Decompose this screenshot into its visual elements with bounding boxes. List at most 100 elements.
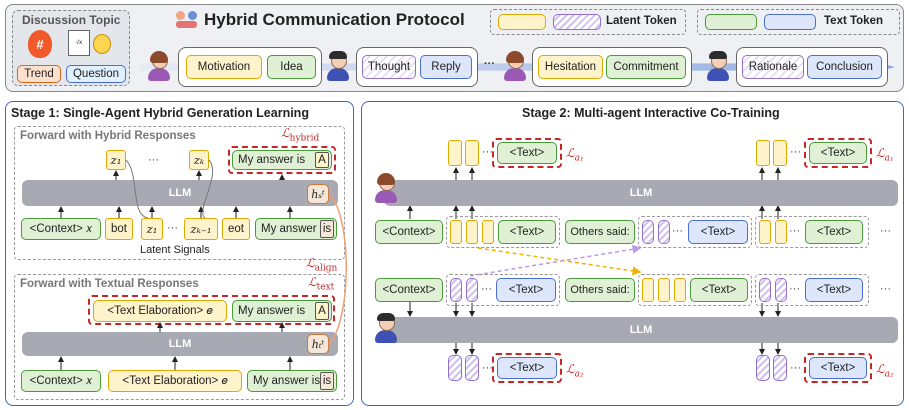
- bubble-conclusion: Conclusion: [807, 55, 882, 79]
- a1-in-text-blue: <Text>: [688, 220, 748, 244]
- text-answer-text: My answer is: [238, 305, 306, 317]
- hybrid-answer-input: My answer is is: [255, 218, 337, 240]
- output-latent-z1: z₁: [106, 150, 126, 170]
- legend-latent-swatch-purple: [553, 14, 601, 30]
- hybrid-context-input: <Context> 𝑥: [21, 218, 101, 240]
- a2-in-latent-2: [658, 278, 670, 302]
- a1-out-latent-2: [465, 140, 479, 166]
- a1-in-latent-1: [450, 220, 462, 244]
- bubble-commitment: Commitment: [606, 55, 686, 79]
- a2-in-text-green: <Text>: [690, 278, 748, 302]
- stage1-title: Stage 1: Single-Agent Hybrid Generation …: [11, 106, 309, 120]
- a2-in-purple-1: [450, 278, 462, 302]
- bubble-thought: Thought: [362, 55, 416, 79]
- a1-out-text-2: <Text>: [809, 142, 867, 164]
- loss-hybrid: ℒhybrid: [281, 126, 320, 144]
- text-answer-A: A: [315, 302, 329, 320]
- a1-out-dots-1: ···: [482, 146, 493, 158]
- text-answer-input-text: My answer is: [253, 375, 321, 387]
- input-latent-dots: ···: [167, 222, 178, 234]
- forward-hybrid-title: Forward with Hybrid Responses: [20, 130, 196, 142]
- stage1-panel: [5, 101, 354, 406]
- eot-token: eot: [222, 218, 250, 240]
- legend-text-panel: [697, 9, 900, 35]
- a2-in-purple-2: [466, 278, 478, 302]
- hybrid-target-highlight: [228, 146, 336, 174]
- a2-row-trailing-dots: ···: [880, 283, 891, 295]
- hybrid-forward-panel: [14, 126, 345, 260]
- a2-in-purple-3: [759, 278, 771, 302]
- loss-a2-1: ℒa₂: [566, 362, 584, 380]
- a1-target-highlight-2: [804, 138, 872, 168]
- legend-text-label: Text Token: [824, 15, 883, 27]
- question-badge: Question: [66, 65, 126, 83]
- output-latent-zk: zₖ: [189, 150, 209, 170]
- a1-input-group-1: [446, 216, 560, 248]
- text-context-input: <Context> 𝑥: [21, 370, 101, 392]
- a2-out-dots-2: ···: [790, 362, 801, 374]
- a2-in-text-blue-1: <Text>: [496, 278, 556, 302]
- agent-female-avatar: [147, 51, 171, 82]
- hidden-state-ht: hₜᵗ: [307, 334, 329, 354]
- formula-document-icon: √x: [68, 30, 90, 56]
- a2-in-purple-4: [775, 278, 787, 302]
- legend-text-swatch-green: [705, 14, 757, 30]
- a2-in-latent-3: [674, 278, 686, 302]
- legend-latent-label: Latent Token: [606, 15, 677, 27]
- a2-out-text-1: <Text>: [497, 357, 557, 379]
- hybrid-answer-text: My answer is: [238, 154, 306, 166]
- a1-in-purple-2: [658, 220, 670, 244]
- loss-a1-1: ℒa₁: [566, 146, 584, 164]
- input-latent-zk1: zₖ₋₁: [184, 218, 218, 240]
- a1-in-text-2: <Text>: [805, 220, 863, 244]
- a1-in-latent-3: [482, 220, 494, 244]
- legend-latent-panel: [490, 9, 686, 35]
- agent-male-avatar: [326, 51, 350, 82]
- a2-target-highlight-1: [492, 353, 562, 383]
- a2-out-text-2: <Text>: [809, 357, 867, 379]
- legend-latent-swatch-yellow: [498, 14, 546, 30]
- a1-in-latent-5: [775, 220, 787, 244]
- loss-align: ℒalign: [306, 256, 338, 274]
- stage2-llm-bar-agent2: LLM: [384, 317, 898, 343]
- bot-token: bot: [105, 218, 133, 240]
- protocol-title: Hybrid Communication Protocol: [204, 10, 465, 29]
- a2-in-dots-2: ···: [789, 283, 800, 295]
- stage1-llm-bar-2: LLM: [22, 332, 338, 356]
- a1-context-input: <Context>: [375, 220, 443, 244]
- agent-male-avatar-2: [706, 51, 730, 82]
- discussion-topic-title: Discussion Topic: [22, 13, 121, 27]
- text-answer-input: My answer is is: [247, 370, 337, 392]
- hidden-state-hs: hₛᵗ: [307, 184, 329, 204]
- fire-hashtag-icon: #: [28, 30, 52, 58]
- a1-target-highlight-1: [492, 138, 562, 168]
- bubble-motivation: Motivation: [186, 55, 262, 79]
- lightbulb-icon: [93, 34, 111, 54]
- stage2-agent1-avatar: [374, 173, 398, 204]
- loss-text: ℒtext: [308, 275, 335, 293]
- a1-in-text-1: <Text>: [498, 220, 556, 244]
- a1-others-said: Others said:: [565, 220, 635, 244]
- a1-in-dots: ···: [672, 225, 683, 237]
- a2-in-dots-1: ···: [481, 283, 492, 295]
- text-elab-input: <Text Elaboration> 𝑒: [108, 370, 242, 392]
- a1-out-text-1: <Text>: [497, 142, 557, 164]
- a2-context-input: <Context>: [375, 278, 443, 302]
- loss-a1-2: ℒa₁: [876, 146, 894, 164]
- a2-input-group-1: [446, 274, 560, 306]
- bubble-idea: Idea: [267, 55, 316, 79]
- latent-signals-label: Latent Signals: [140, 244, 210, 256]
- text-answer-output: My answer is A: [232, 300, 332, 322]
- a2-input-group-3: [755, 274, 869, 306]
- agent-female-avatar-2: [503, 51, 527, 82]
- a2-out-purple-4: [773, 355, 787, 381]
- hybrid-answer-input-text: My answer is: [261, 223, 329, 235]
- chat-people-icon: [176, 11, 198, 29]
- a2-others-said: Others said:: [565, 278, 635, 302]
- a1-input-group-2: [638, 216, 752, 248]
- stage2-panel: [361, 101, 904, 406]
- a1-in-dots-2: ···: [789, 225, 800, 237]
- stage2-title: Stage 2: Multi-agent Interactive Co-Trai…: [522, 106, 780, 120]
- trend-badge: Trend: [17, 65, 61, 83]
